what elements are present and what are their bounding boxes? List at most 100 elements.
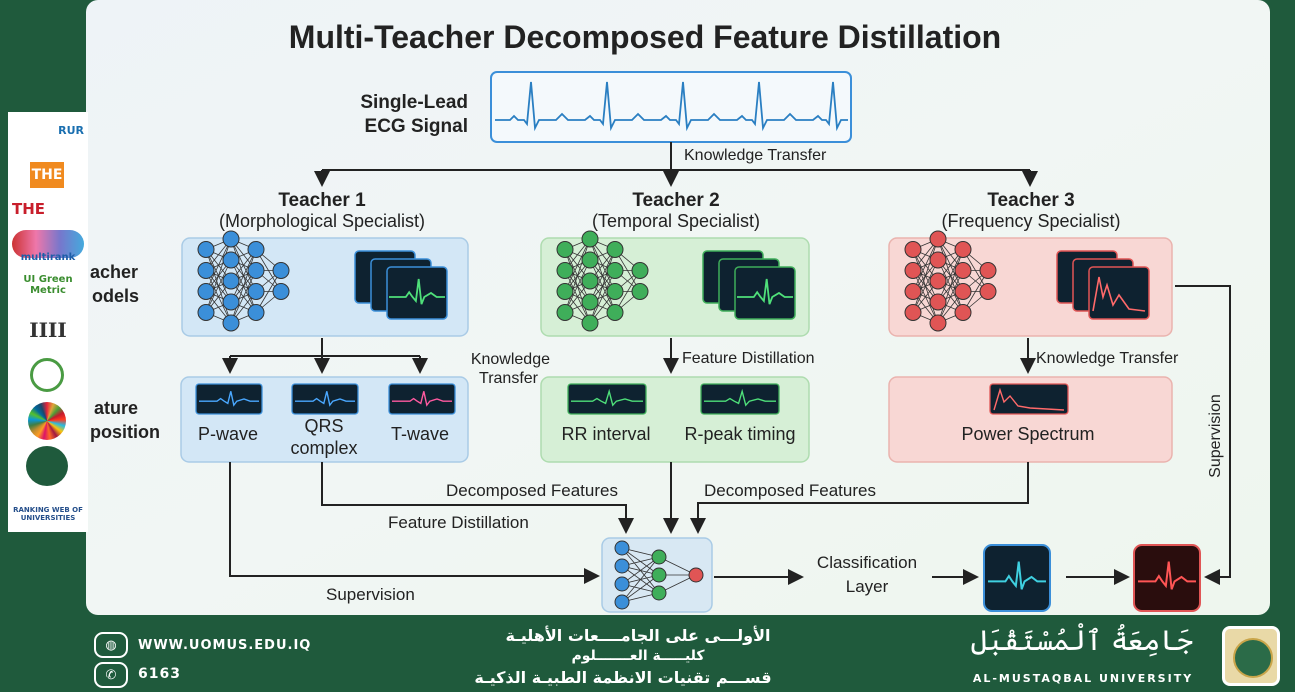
nn-node [651, 549, 667, 565]
nn-node [581, 293, 599, 311]
teacher2-role: (Temporal Specialist) [592, 211, 760, 231]
student-neural-net-icon [614, 540, 704, 610]
university-seal-icon [1222, 626, 1280, 686]
nn-node [581, 230, 599, 248]
nn-edge [937, 249, 964, 324]
feature-power-spectrum: Power Spectrum [961, 424, 1094, 444]
nn-edge [205, 238, 232, 292]
nn-node [222, 272, 240, 290]
feature-p-wave: P-wave [198, 424, 258, 444]
nn-node [904, 304, 922, 321]
nn-node [954, 304, 972, 321]
feature-ecg-wave [704, 388, 776, 407]
nn-edge [230, 249, 257, 324]
input-label-line1: Single-Lead [360, 92, 468, 113]
teacher1-name: Teacher 1 [278, 190, 366, 211]
nn-node [651, 585, 667, 601]
stack-card [1088, 266, 1150, 320]
webometrics-logo: RANKING WEB OF UNIVERSITIES [13, 506, 83, 522]
sidebar-logo-column: RUR THE THE multirank UI Green Metric II… [8, 112, 88, 532]
nn-node [904, 262, 922, 279]
footer-phone[interactable]: 6163 [138, 666, 181, 682]
nn-edge [230, 270, 257, 324]
feature-ecg-wave [571, 388, 643, 407]
nn-node [954, 262, 972, 279]
the-logo: THE [30, 162, 64, 188]
classification-line1: Classification [817, 553, 917, 572]
teacher2-name: Teacher 2 [632, 190, 719, 211]
side-label-decomp-1: ature [94, 398, 138, 418]
nn-node [606, 262, 624, 279]
feature-thumbnails [195, 383, 1069, 415]
arab-universities-logo [30, 358, 64, 392]
nn-edge [564, 259, 591, 313]
nn-node [929, 314, 947, 332]
nn-node [929, 230, 947, 248]
top-branch-lines [322, 142, 1030, 171]
feature-qrs-line1: QRS [304, 416, 343, 436]
ecg-wave [389, 278, 445, 305]
input-ecg-box [490, 71, 852, 143]
decomposed-left-path [321, 462, 634, 534]
footer-website[interactable]: WWW.UOMUS.EDU.IQ [138, 638, 312, 653]
nn-node [556, 283, 574, 300]
decomposed-right-path [690, 462, 1029, 534]
seal-inner-icon [1233, 638, 1273, 678]
sdg-wheel-logo [28, 402, 66, 440]
teacher2-neural-net-icon [556, 230, 649, 332]
nn-node [556, 262, 574, 279]
side-label-decomp-2: position [90, 422, 160, 442]
nn-node [247, 283, 265, 300]
nn-node [556, 304, 574, 321]
nn-edge [205, 238, 232, 313]
nn-edge [230, 249, 257, 303]
knowledge-transfer-top-label: Knowledge Transfer [684, 147, 827, 164]
feature-thumbnail [989, 383, 1069, 415]
nn-node [614, 594, 630, 610]
nn-node [247, 304, 265, 321]
teacher3-arrow-label: Knowledge Transfer [1036, 350, 1179, 367]
nn-edge [937, 249, 964, 303]
footer-arabic-line1: الأولـــى على الجامــــعات الأهليـة [505, 626, 771, 645]
nn-node [197, 241, 215, 258]
nn-node [606, 283, 624, 300]
footer-arabic-university-name: جَامِعَةُ ٱلْمُسْتَقْبَل [970, 624, 1194, 657]
classification-line2: Layer [846, 577, 889, 596]
nn-node [556, 241, 574, 258]
teacher1-role: (Morphological Specialist) [219, 211, 425, 231]
footer-university-name: AL-MUSTAQBAL UNIVERSITY [972, 672, 1194, 685]
nn-node [222, 230, 240, 248]
supervision-right-label: Supervision [1207, 394, 1224, 478]
ecg-wave [737, 278, 793, 305]
nn-node [222, 314, 240, 332]
teacher2-arrow-label: Feature Distillation [682, 350, 815, 367]
nn-node [197, 283, 215, 300]
nn-node [979, 283, 997, 300]
input-ecg-waveform [495, 81, 848, 132]
nn-node [954, 283, 972, 300]
nn-node [929, 272, 947, 290]
nn-node [631, 283, 649, 300]
nn-edge [621, 556, 660, 603]
nn-edge [205, 259, 232, 313]
nn-edge [621, 556, 660, 585]
nn-node [688, 567, 704, 583]
nn-node [614, 576, 630, 592]
web-icon: ◍ [94, 632, 128, 658]
phone-icon: ✆ [94, 662, 128, 688]
rur-logo: RUR [58, 124, 84, 137]
nn-node [606, 241, 624, 258]
nn-node [651, 567, 667, 583]
the-impact-logo-text: THE [12, 200, 46, 218]
feature-rr-interval: RR interval [561, 424, 650, 444]
multirank-label: multirank [20, 252, 76, 263]
columns-logo: IIII [29, 318, 67, 342]
nn-node [929, 251, 947, 269]
nn-node [614, 540, 630, 556]
nn-node [904, 283, 922, 300]
the-impact-logo: THE [12, 200, 84, 218]
side-label-models-2: odels [92, 286, 139, 306]
multirank-logo [12, 230, 84, 258]
output-ecg-red-wave [1138, 561, 1196, 590]
